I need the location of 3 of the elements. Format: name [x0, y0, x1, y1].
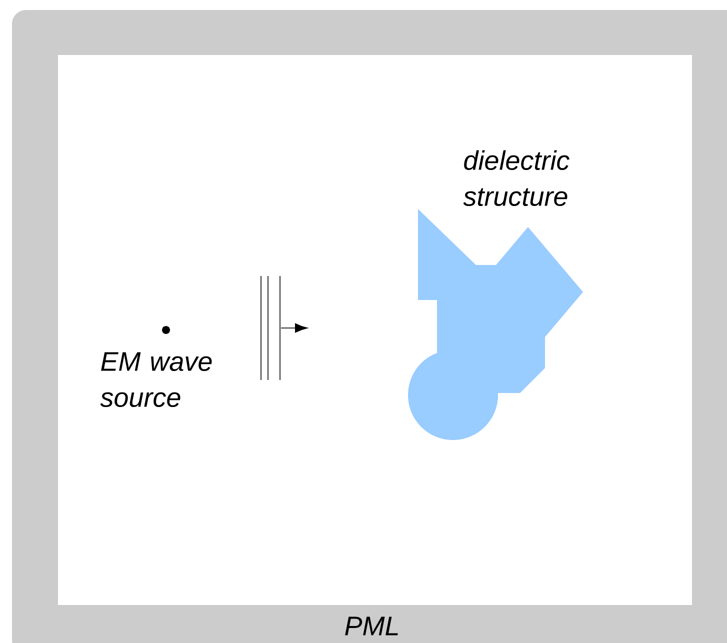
node-label: PML [345, 616, 398, 636]
node-label: EM wave source [100, 352, 212, 408]
node-label: dielectric structure [463, 150, 570, 206]
